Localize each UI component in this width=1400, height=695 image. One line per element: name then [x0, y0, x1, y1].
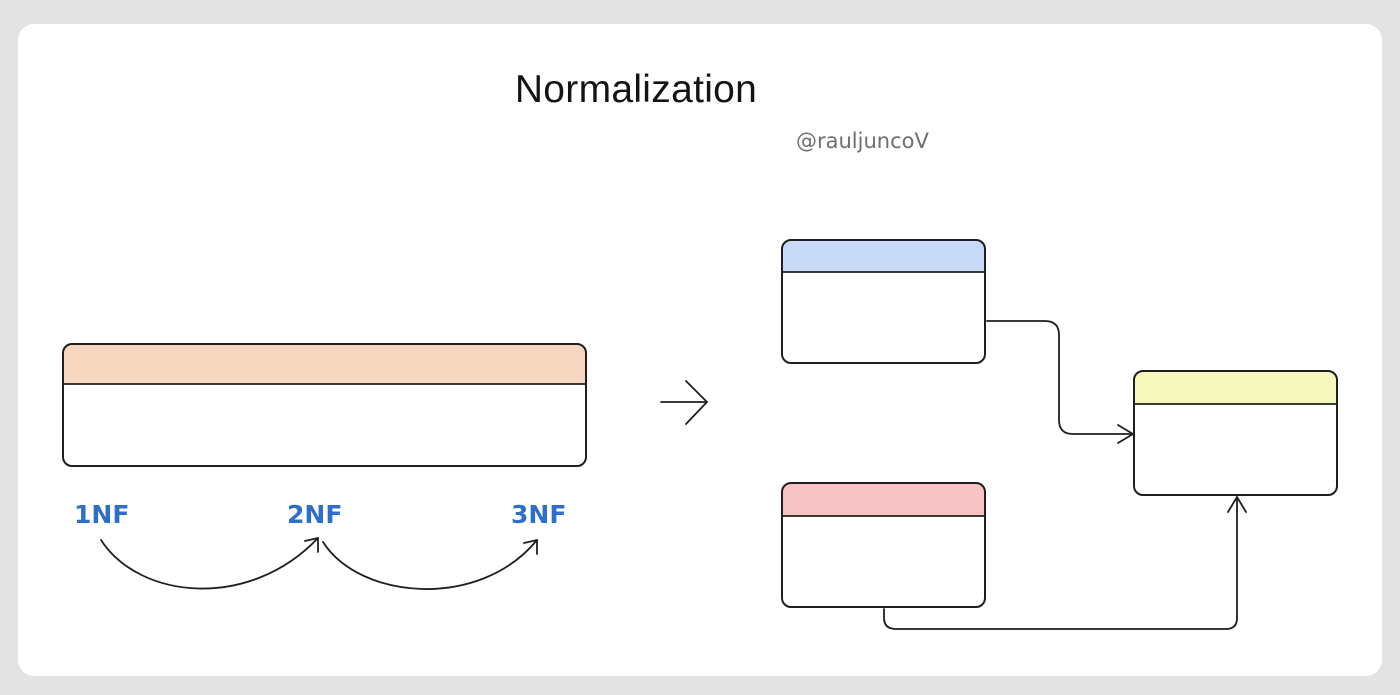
connector-red-to-yellow-head	[1227, 496, 1247, 513]
arrow-1nf-to-2nf-head	[304, 537, 319, 553]
arrow-1nf-to-2nf	[100, 537, 319, 590]
label-2nf: 2NF	[287, 500, 343, 529]
yellow-table	[1133, 370, 1338, 496]
label-1nf: 1NF	[74, 500, 130, 529]
transition-arrow-icon	[660, 380, 708, 425]
blue-table	[781, 239, 986, 364]
red-table	[781, 482, 986, 608]
unnormalized-table	[62, 343, 587, 467]
connector-blue-to-yellow-head	[1117, 424, 1134, 444]
arrow-2nf-to-3nf	[322, 539, 538, 590]
arrow-2nf-to-3nf-head	[523, 539, 538, 555]
connector-blue-to-yellow	[986, 320, 1133, 435]
label-3nf: 3NF	[511, 500, 567, 529]
connector-red-to-yellow	[883, 496, 1238, 630]
diagram-title: Normalization	[514, 68, 758, 111]
author-handle: @rauljuncoV	[796, 129, 929, 153]
unnormalized-table-header	[63, 344, 586, 384]
